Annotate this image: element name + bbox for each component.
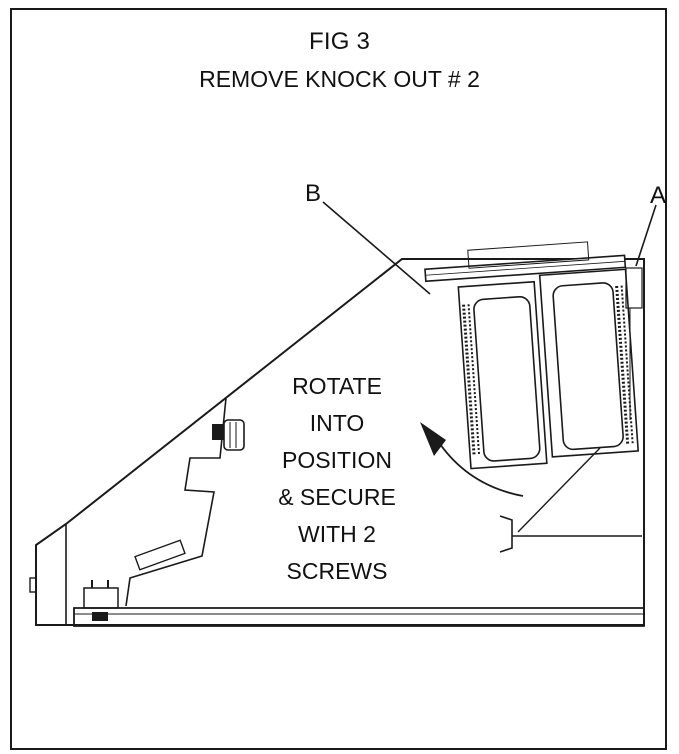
module-left-fin: [462, 304, 476, 457]
base-rail: [73, 607, 645, 627]
knob-connector: [212, 424, 224, 440]
module-left-face: [473, 295, 541, 462]
side-post: [625, 267, 643, 309]
assembly-plate-edge: [425, 260, 625, 276]
figure-border: [10, 8, 667, 750]
screw-leader: [517, 447, 601, 533]
rotation-arrow-curve: [439, 443, 524, 497]
fuse-holder: [134, 539, 186, 571]
callout-label-a: A: [650, 182, 667, 209]
cabinet-side-tab: [29, 577, 37, 593]
module-right-face: [552, 282, 624, 451]
base-connector: [92, 612, 108, 621]
lower-bracket: [499, 515, 513, 553]
knob-body: [223, 419, 245, 451]
rotate-instruction: ROTATE INTO POSITION & SECURE WITH 2 SCR…: [278, 373, 396, 584]
figure-subtitle: REMOVE KNOCK OUT # 2: [199, 66, 480, 92]
rotated-assembly: [424, 241, 640, 470]
callout-b-leader: [322, 201, 431, 295]
internal-bracket: [125, 397, 227, 607]
assembly-bracket-top: [467, 241, 590, 269]
callout-label-b: B: [305, 180, 322, 207]
callout-a-leader: [635, 204, 657, 267]
figure-title: FIG 3: [308, 28, 370, 55]
terminal-block: [83, 587, 119, 609]
rotation-arrow-head: [420, 422, 446, 456]
module-left-fin: [467, 304, 481, 457]
